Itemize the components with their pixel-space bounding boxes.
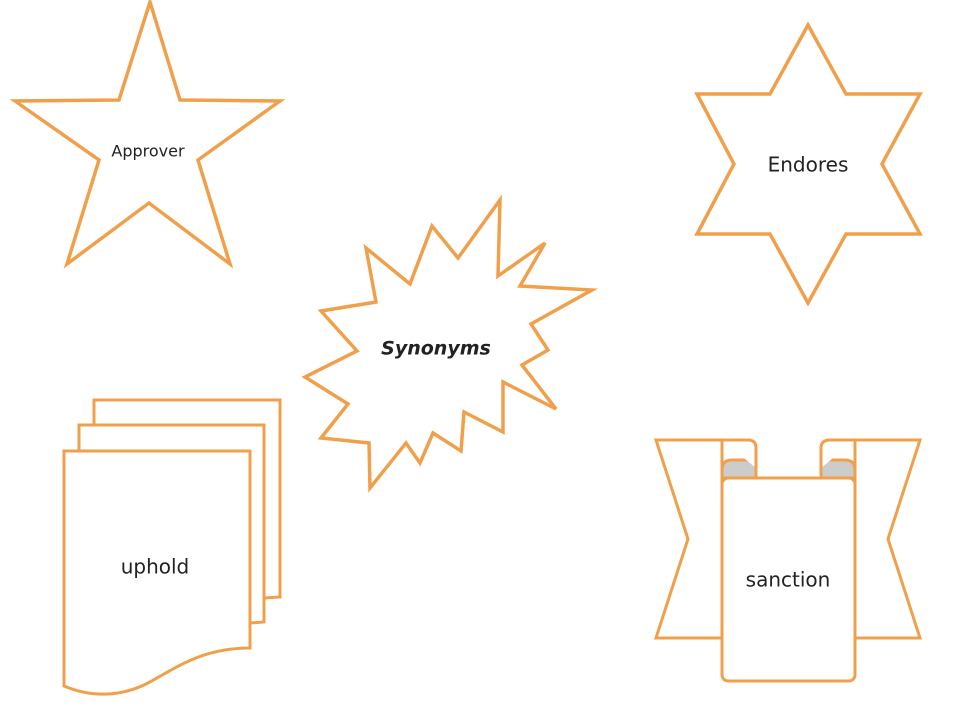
- ribbon-left: [653, 438, 724, 640]
- burst-label: Synonyms: [381, 338, 491, 360]
- star6-shape: Endores: [694, 21, 923, 307]
- document-front: [62, 449, 252, 696]
- star6-outline: [694, 21, 923, 307]
- tab-right: [819, 438, 855, 468]
- documents-label: uphold: [121, 555, 190, 579]
- tab-left: [722, 438, 758, 468]
- scroll-label: sanction: [746, 568, 831, 592]
- ribbon-right: [853, 438, 923, 640]
- scroll-body: [720, 476, 857, 683]
- multidocument-shape: uphold: [62, 398, 282, 696]
- star6-label: Endores: [768, 153, 849, 177]
- burst-outline: [301, 194, 599, 493]
- scroll-shape: sanction: [653, 438, 923, 683]
- star5-shape: Approver: [9, 0, 286, 269]
- star5-outline: [9, 0, 286, 269]
- star5-label: Approver: [111, 142, 185, 161]
- burst-shape: Synonyms: [301, 194, 599, 493]
